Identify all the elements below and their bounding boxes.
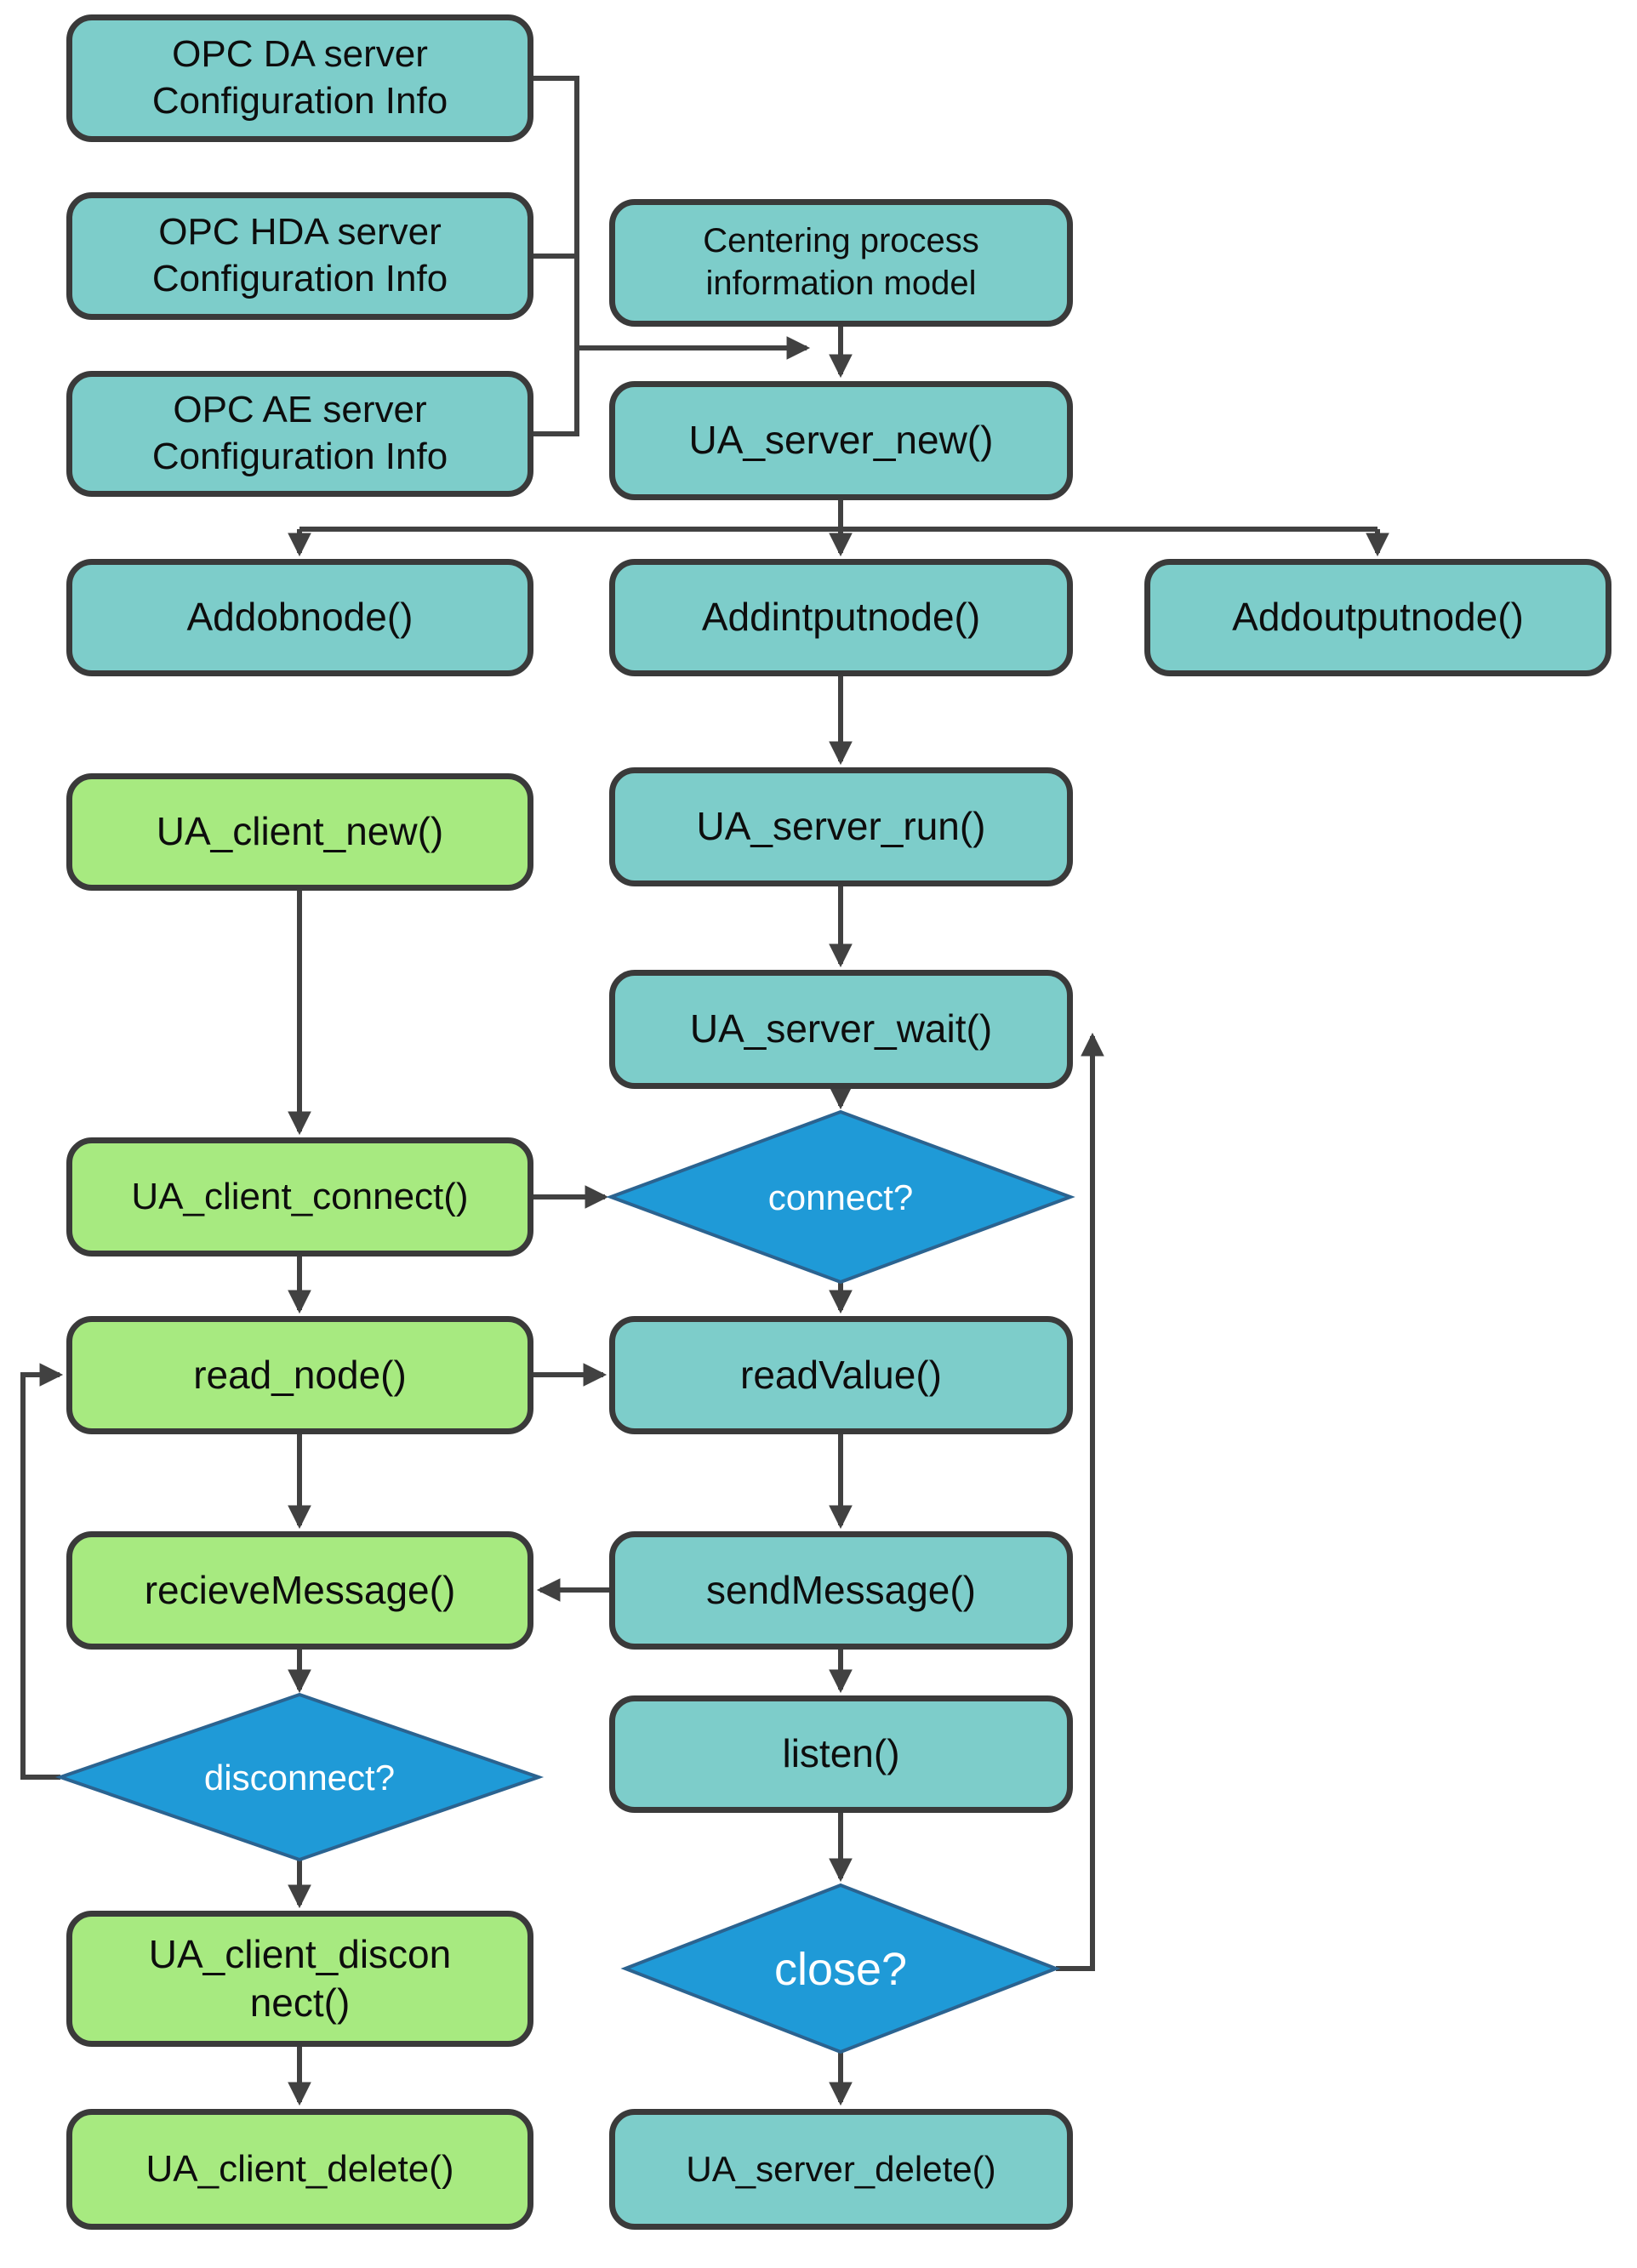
node-ua-server-run: UA_server_run() xyxy=(609,767,1073,886)
node-centering-process-model: Centering process information model xyxy=(609,199,1073,327)
node-ua-client-disconnect-line2: nect() xyxy=(249,1980,351,2025)
node-read-node-label: read_node() xyxy=(193,1352,407,1397)
node-sendmessage-label: sendMessage() xyxy=(705,1567,977,1612)
node-ua-client-new: UA_client_new() xyxy=(66,773,533,891)
connector-config-merge xyxy=(533,76,579,436)
decision-disconnect xyxy=(54,1692,545,1862)
connector-disconnect-readnode-loop xyxy=(20,1363,64,1780)
node-ua-server-delete-label: UA_server_delete() xyxy=(686,2148,996,2189)
node-ua-client-connect: UA_client_connect() xyxy=(66,1137,533,1257)
node-ua-client-new-label: UA_client_new() xyxy=(156,809,444,854)
node-listen: listen() xyxy=(609,1695,1073,1813)
decision-disconnect-label: disconnect? xyxy=(204,1758,395,1798)
node-opc-hda-config: OPC HDA server Configuration Info xyxy=(66,192,533,320)
node-ua-server-wait: UA_server_wait() xyxy=(609,970,1073,1089)
node-recievemessage: recieveMessage() xyxy=(66,1531,533,1650)
node-readvalue: readValue() xyxy=(609,1316,1073,1434)
node-addintputnode: Addintputnode() xyxy=(609,559,1073,676)
node-opc-da-config: OPC DA server Configuration Info xyxy=(66,14,533,142)
node-ua-server-run-label: UA_server_run() xyxy=(696,804,986,849)
node-ua-server-wait-label: UA_server_wait() xyxy=(689,1006,993,1051)
node-addobnode-label: Addobnode() xyxy=(186,595,414,640)
node-opc-ae-config: OPC AE server Configuration Info xyxy=(66,371,533,497)
node-ua-client-delete: UA_client_delete() xyxy=(66,2109,533,2230)
connector-server-new-branch xyxy=(299,500,1377,532)
decision-connect-label: connect? xyxy=(768,1177,913,1217)
node-opc-hda-config-line1: OPC HDA server xyxy=(158,211,442,254)
node-addintputnode-label: Addintputnode() xyxy=(701,595,981,640)
node-centering-line1: Centering process xyxy=(703,222,979,260)
node-opc-da-config-line1: OPC DA server xyxy=(172,33,428,76)
node-sendmessage: sendMessage() xyxy=(609,1531,1073,1650)
node-opc-ae-config-line1: OPC AE server xyxy=(173,389,427,431)
decision-close-label: close? xyxy=(774,1944,907,1995)
node-opc-da-config-line2: Configuration Info xyxy=(151,80,448,122)
node-centering-line2: information model xyxy=(705,265,977,302)
node-ua-client-connect-label: UA_client_connect() xyxy=(131,1175,469,1217)
node-ua-client-disconnect: UA_client_discon nect() xyxy=(66,1911,533,2047)
node-addoutputnode-label: Addoutputnode() xyxy=(1232,595,1524,640)
connector-close-serverwait-loop xyxy=(1056,1032,1104,1971)
node-readvalue-label: readValue() xyxy=(740,1352,942,1397)
node-addobnode: Addobnode() xyxy=(66,559,533,676)
decision-close xyxy=(620,1883,1061,2054)
node-ua-server-delete: UA_server_delete() xyxy=(609,2109,1073,2230)
node-ua-client-disconnect-line1: UA_client_discon xyxy=(148,1931,452,1976)
node-ua-client-delete-label: UA_client_delete() xyxy=(145,2147,454,2190)
node-read-node: read_node() xyxy=(66,1316,533,1434)
node-recievemessage-label: recieveMessage() xyxy=(144,1567,456,1612)
node-opc-hda-config-line2: Configuration Info xyxy=(151,258,448,299)
decision-connect xyxy=(606,1109,1075,1285)
node-ua-server-new-label: UA_server_new() xyxy=(688,418,994,463)
node-ua-server-new: UA_server_new() xyxy=(609,381,1073,500)
node-addoutputnode: Addoutputnode() xyxy=(1144,559,1611,676)
node-opc-ae-config-line2: Configuration Info xyxy=(151,436,448,477)
node-listen-label: listen() xyxy=(782,1731,900,1776)
